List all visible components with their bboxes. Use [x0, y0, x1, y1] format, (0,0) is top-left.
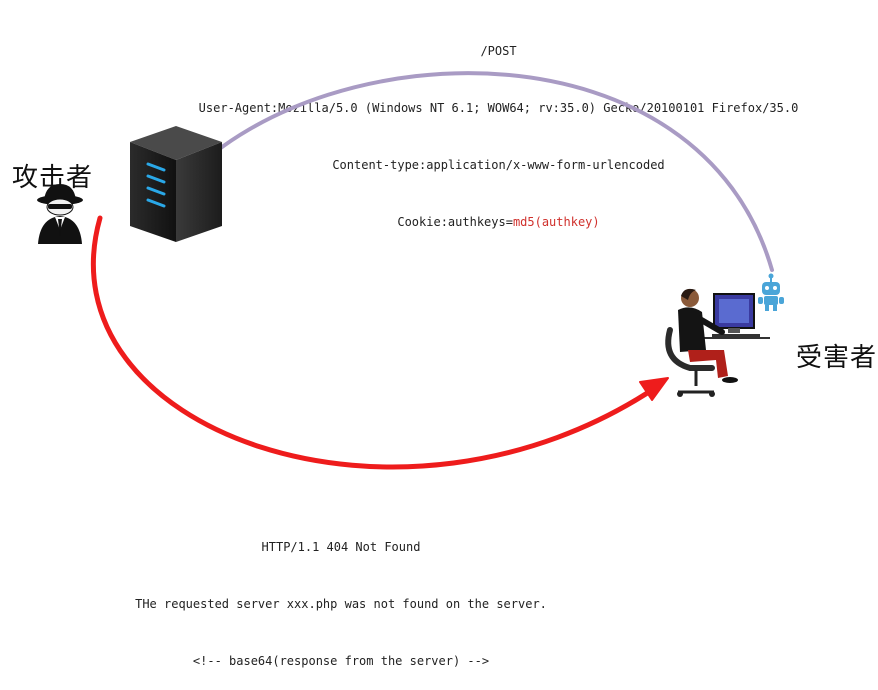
request-arrow [177, 71, 774, 272]
response-status: HTTP/1.1 404 Not Found [261, 540, 421, 554]
diagram-canvas [37, 71, 784, 470]
request-method: /POST [480, 44, 517, 58]
cookie-md5-value: md5(authkey) [512, 215, 600, 229]
request-cookie: Cookie:authkeys=md5(authkey) [0, 213, 878, 232]
server-icon [130, 126, 222, 242]
request-user-agent: User-Agent:Mozilla/5.0 (Windows NT 6.1; … [198, 101, 799, 115]
response-arrow [90, 215, 669, 470]
robot-icon [758, 273, 784, 311]
victim-computer-icon [665, 288, 770, 397]
hacker-icon [37, 184, 83, 244]
response-comment: <!-- base64(response from the server) --… [192, 654, 490, 668]
request-headers: /POST User-Agent:Mozilla/5.0 (Windows NT… [0, 4, 878, 251]
response-message: THe requested server xxx.php was not fou… [135, 597, 547, 611]
response-body: HTTP/1.1 404 Not Found THe requested ser… [0, 500, 682, 690]
cookie-prefix: Cookie:authkeys= [397, 215, 513, 229]
request-content-type: Content-type:application/x-www-form-urle… [332, 158, 665, 172]
victim-label: 受害者 [796, 343, 878, 373]
